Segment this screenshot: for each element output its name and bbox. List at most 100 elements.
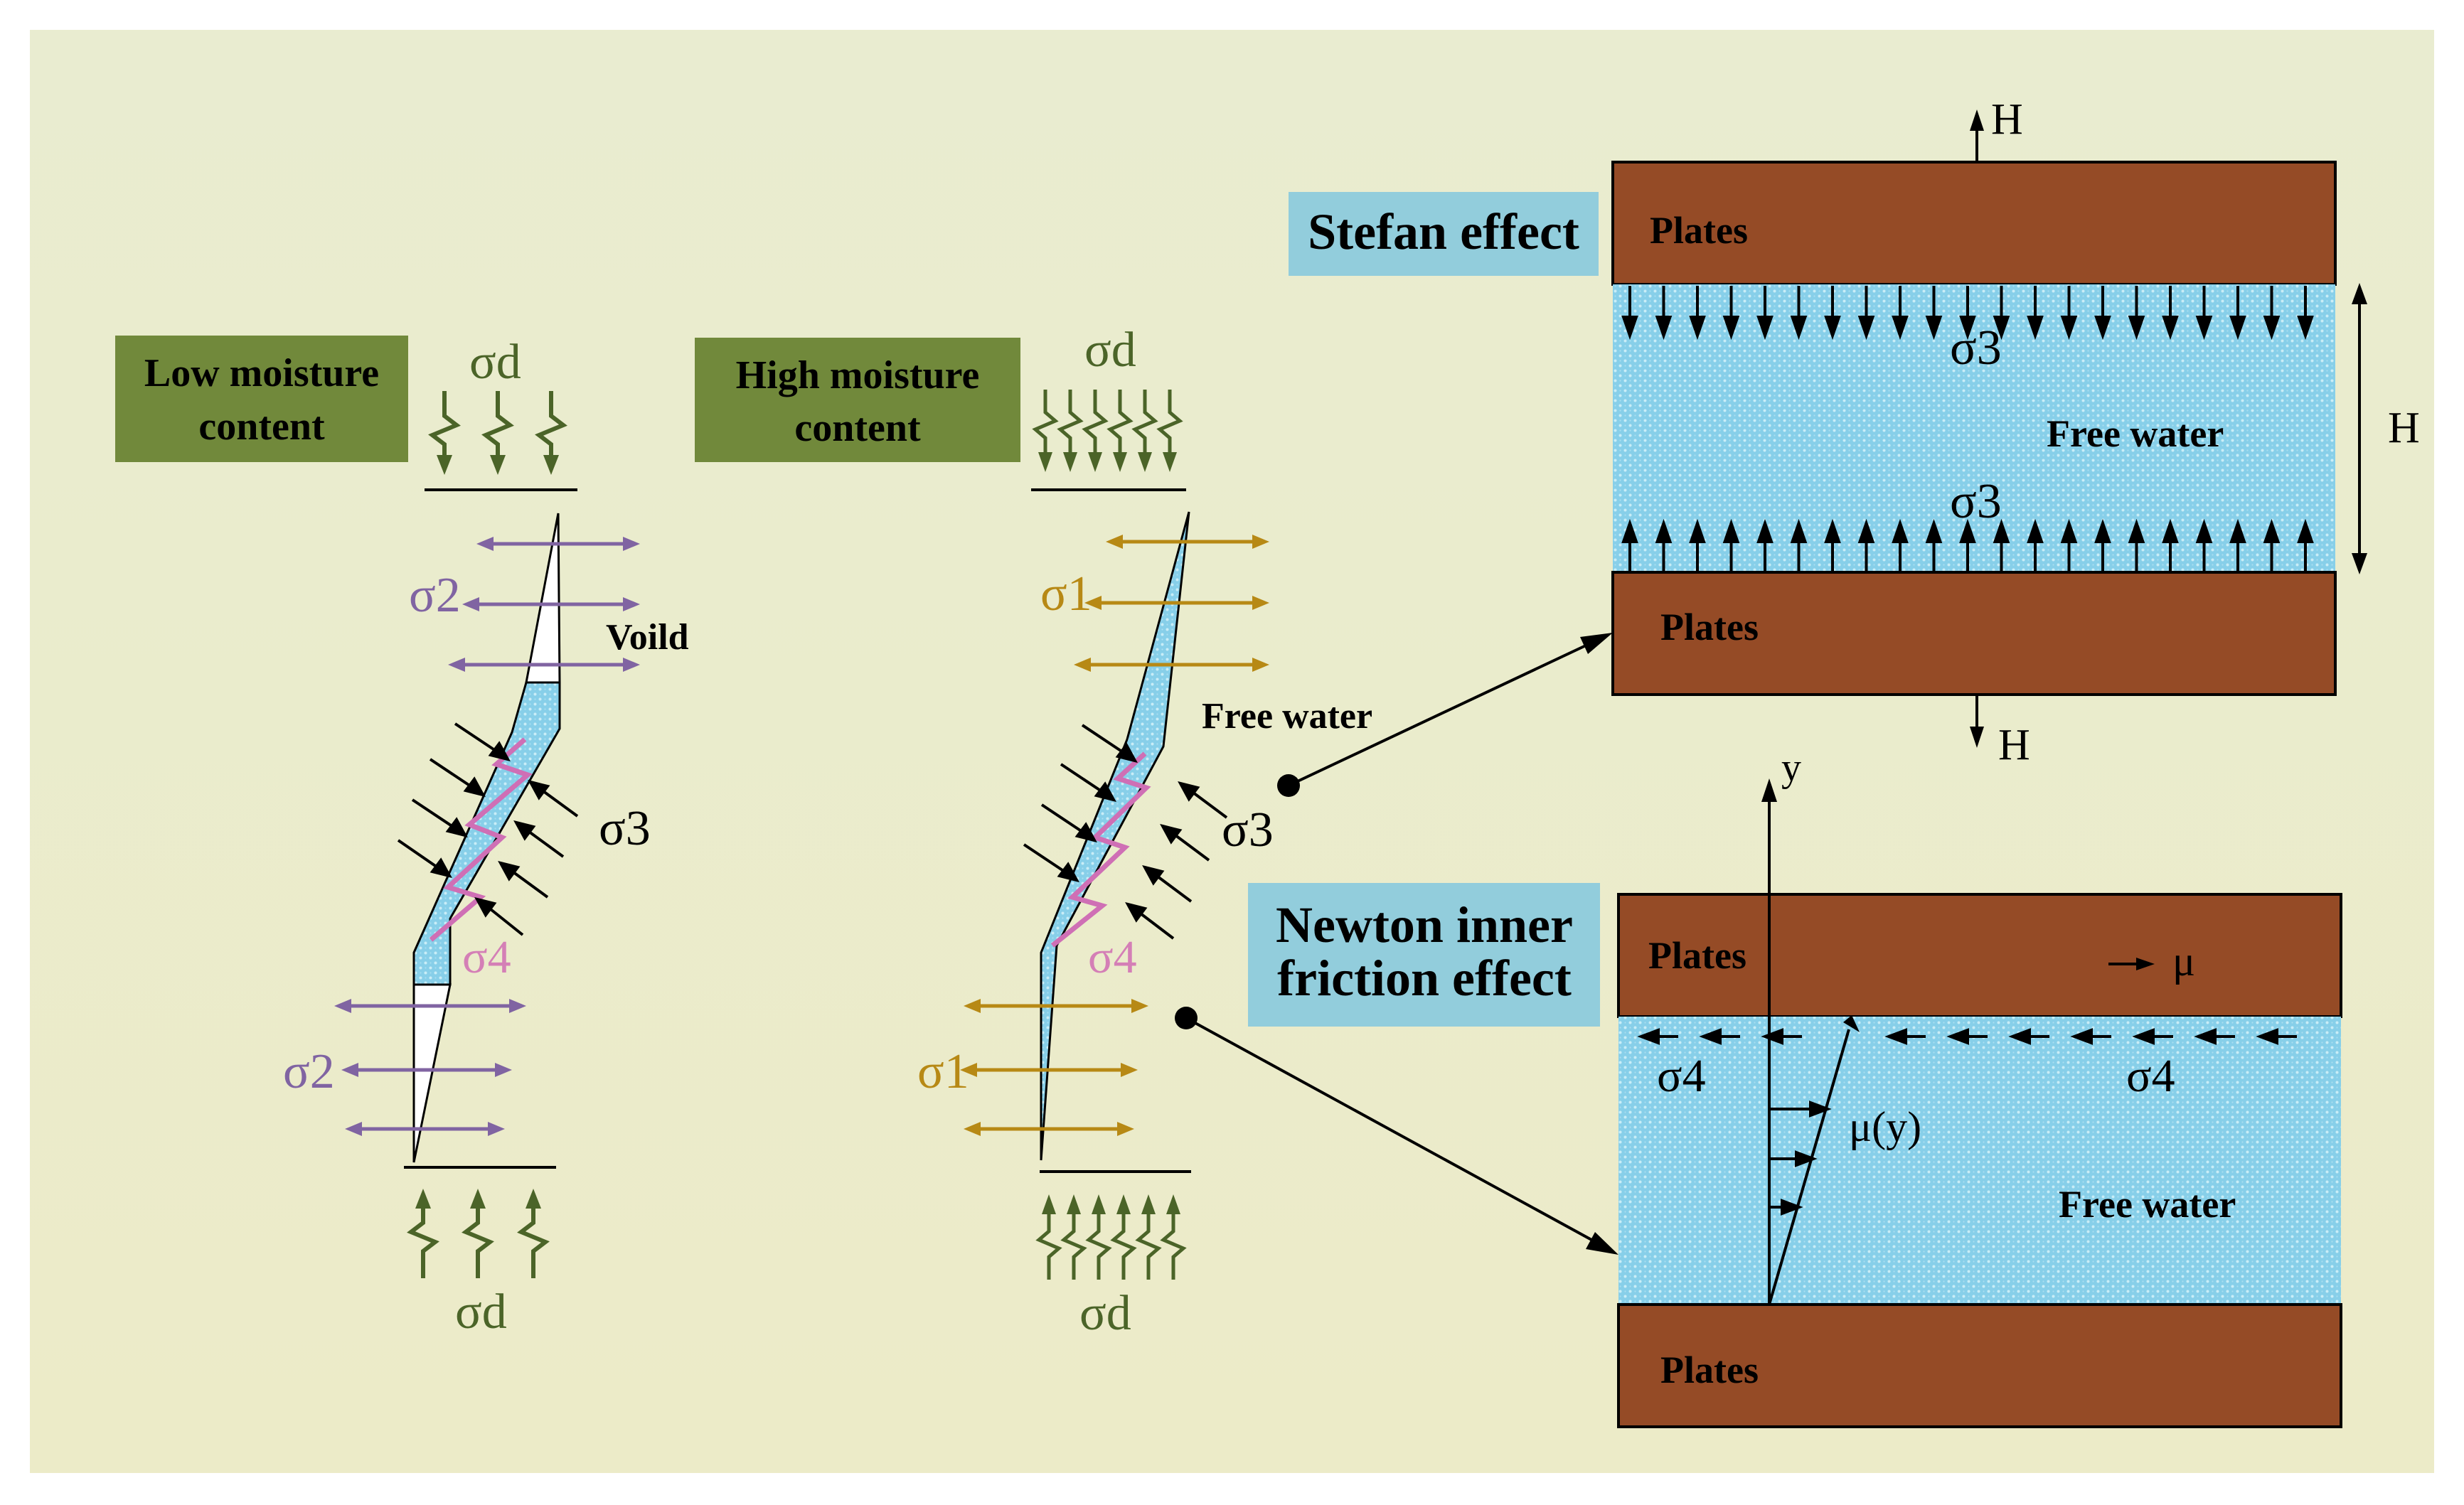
bottom-load-arrowheads-middle xyxy=(1042,1194,1180,1214)
stefan-up-arrow xyxy=(1655,518,1673,571)
connector-line-lower xyxy=(1185,1017,1594,1242)
low-moisture-label-line1: Low moisture xyxy=(144,351,379,395)
sigma1-lower-arrowheads xyxy=(960,999,1148,1136)
stefan-up-arrow xyxy=(2162,518,2179,571)
sigma2-upper-arrows xyxy=(462,542,626,667)
crack-shear-middle xyxy=(1050,751,1151,948)
top-load-arrowheads-middle xyxy=(1038,452,1177,472)
stefan-bottom-sigma3-arrows xyxy=(1621,518,2314,571)
y-axis-label: y xyxy=(1781,746,1801,790)
stefan-up-arrow xyxy=(1892,518,1909,571)
sigma-d-top-left: σd xyxy=(469,335,521,390)
high-moisture-label-line2: content xyxy=(794,406,921,450)
stefan-down-arrow xyxy=(2027,286,2044,341)
velocity-vectors xyxy=(1769,1100,1832,1216)
stefan-up-arrow xyxy=(1857,518,1875,571)
stefan-up-arrow xyxy=(2094,518,2111,571)
top-load-arrows-middle xyxy=(1032,390,1183,454)
stefan-down-arrow xyxy=(1621,286,1638,341)
velocity-profile-arrowhead xyxy=(1843,1015,1860,1032)
mu-arrowhead xyxy=(2136,958,2155,970)
stefan-up-arrow xyxy=(1790,518,1808,571)
newton-bottom-plate-label: Plates xyxy=(1660,1349,1759,1391)
bottom-load-arrows-left xyxy=(407,1209,550,1278)
stefan-free-water: Free water xyxy=(2047,412,2224,455)
low-moisture-label-line2: content xyxy=(198,405,325,449)
stefan-bottom-plate-label: Plates xyxy=(1660,606,1759,648)
stefan-down-arrow xyxy=(2263,286,2281,341)
velocity-profile-line xyxy=(1768,1029,1850,1305)
sigma-d-bottom-left: σd xyxy=(455,1285,507,1339)
sigma2-upper-label: σ2 xyxy=(409,568,461,623)
connector-arrows xyxy=(1175,633,1618,1255)
h-side-arrowhead-bottom xyxy=(2352,553,2367,574)
stefan-up-arrow xyxy=(2027,518,2044,571)
h-side-label: H xyxy=(2388,404,2420,452)
stefan-up-arrow xyxy=(1824,518,1841,571)
newton-sigma4-left: σ4 xyxy=(1657,1050,1706,1102)
newton-panel: Newton inner friction effect Plates Plat… xyxy=(1248,746,2342,1428)
stefan-up-arrow xyxy=(2297,518,2314,571)
sigma2-upper-arrowheads xyxy=(448,537,640,672)
connector-arrowhead-upper xyxy=(1580,633,1613,654)
sigma1-upper-arrowheads xyxy=(1074,535,1269,672)
stefan-up-arrow xyxy=(1756,518,1774,571)
h-top-label: H xyxy=(1991,95,2023,144)
newton-free-water: Free water xyxy=(2059,1183,2236,1226)
stefan-down-arrow xyxy=(2094,286,2111,341)
stefan-up-arrow xyxy=(2060,518,2078,571)
stefan-top-plate xyxy=(1611,161,2337,286)
shear-arrow xyxy=(1761,1028,1802,1045)
sigma4-label-middle: σ4 xyxy=(1088,931,1137,983)
shear-arrow xyxy=(2194,1028,2235,1045)
stefan-title-box xyxy=(1289,192,1599,276)
sigma-d-top-middle: σd xyxy=(1084,323,1136,377)
shear-arrow xyxy=(1884,1028,1926,1045)
stefan-down-arrow xyxy=(1722,286,1740,341)
h-bottom-label: H xyxy=(1998,721,2030,769)
stefan-down-arrow xyxy=(2162,286,2179,341)
h-side-arrowhead-top xyxy=(2352,283,2367,304)
sigma1-lower-arrows xyxy=(974,1004,1134,1131)
sigma2-lower-arrowheads xyxy=(334,999,526,1136)
stefan-up-arrow xyxy=(1925,518,1943,571)
top-load-arrowheads-left xyxy=(437,455,559,475)
bottom-load-arrows-middle xyxy=(1035,1213,1187,1280)
free-water-label-middle: Free water xyxy=(1202,696,1372,737)
stefan-down-arrow xyxy=(2229,286,2246,341)
sigma2-lower-label: σ2 xyxy=(283,1044,335,1099)
shear-arrow xyxy=(1699,1028,1740,1045)
stefan-sigma3-bottom: σ3 xyxy=(1950,474,2002,529)
high-moisture-panel: High moisture content σd xyxy=(695,323,1372,1341)
stefan-up-arrow xyxy=(1993,518,2010,571)
connector-arrowhead-lower xyxy=(1586,1232,1618,1255)
sigma3-arrows-middle xyxy=(1023,724,1228,940)
sigma1-upper-arrows xyxy=(1088,540,1255,667)
sigma4-label-left: σ4 xyxy=(462,931,511,983)
newton-title-box xyxy=(1248,883,1600,1027)
h-bottom-arrowhead xyxy=(1970,727,1984,748)
mu-label: μ xyxy=(2172,938,2195,985)
newton-title-line2: friction effect xyxy=(1277,950,1572,1007)
low-moisture-panel: Low moisture content σd xyxy=(115,335,689,1339)
connector-line-upper xyxy=(1288,644,1586,787)
stefan-up-arrow xyxy=(1722,518,1740,571)
stefan-down-arrow xyxy=(2128,286,2145,341)
newton-sigma4-arrows xyxy=(1637,1028,2297,1045)
sigma-d-bottom-middle: σd xyxy=(1079,1286,1131,1341)
stefan-down-arrow xyxy=(1857,286,1875,341)
stefan-down-arrow xyxy=(2297,286,2314,341)
stefan-down-arrow xyxy=(1993,286,2010,341)
top-load-arrows-left xyxy=(428,391,567,455)
h-top-arrowhead xyxy=(1970,109,1984,131)
mu-y-label: μ(y) xyxy=(1849,1103,1921,1150)
bottom-load-arrowheads-left xyxy=(415,1189,541,1209)
stefan-down-arrow xyxy=(1756,286,1774,341)
stefan-down-arrow xyxy=(1959,286,1976,341)
stefan-down-arrow xyxy=(1892,286,1909,341)
stefan-down-arrow xyxy=(1790,286,1808,341)
newton-top-plate-label: Plates xyxy=(1648,934,1746,977)
low-moisture-label-box xyxy=(115,336,408,462)
shear-arrow xyxy=(2256,1028,2297,1045)
